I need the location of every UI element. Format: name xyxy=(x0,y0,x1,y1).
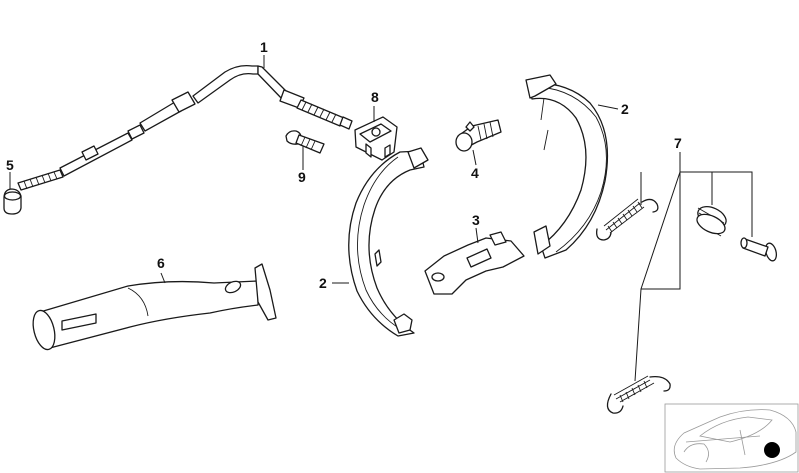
spring-cup[interactable] xyxy=(694,203,729,238)
brake-shoe-right[interactable] xyxy=(525,74,609,259)
callout-labels: 1 8 9 5 6 2 2 3 4 7 xyxy=(6,39,682,291)
lever-plate[interactable] xyxy=(424,231,525,295)
callout-6: 6 xyxy=(157,255,165,271)
callout-2-right: 2 xyxy=(621,101,629,117)
callout-4: 4 xyxy=(471,165,479,181)
cap-nut[interactable] xyxy=(3,188,22,215)
callout-3: 3 xyxy=(472,212,480,228)
bolt[interactable] xyxy=(285,130,325,154)
callout-5: 5 xyxy=(6,157,14,173)
spring-upper-long[interactable] xyxy=(596,198,659,241)
callout-2-left: 2 xyxy=(319,275,327,291)
vehicle-inset[interactable] xyxy=(664,403,799,473)
spring-lower[interactable] xyxy=(606,375,671,414)
protective-sleeve[interactable] xyxy=(29,263,277,352)
leader-lines xyxy=(9,55,753,382)
callout-1: 1 xyxy=(260,39,268,55)
callout-9: 9 xyxy=(298,169,306,185)
retaining-pin[interactable] xyxy=(740,237,778,262)
brake-shoe-left[interactable] xyxy=(348,147,429,337)
adjuster[interactable] xyxy=(455,119,502,152)
location-marker-icon xyxy=(764,442,780,458)
parking-brake-cable[interactable] xyxy=(17,64,353,191)
callout-8: 8 xyxy=(371,89,379,105)
cable-bracket[interactable] xyxy=(354,116,398,161)
callout-7: 7 xyxy=(674,135,682,151)
